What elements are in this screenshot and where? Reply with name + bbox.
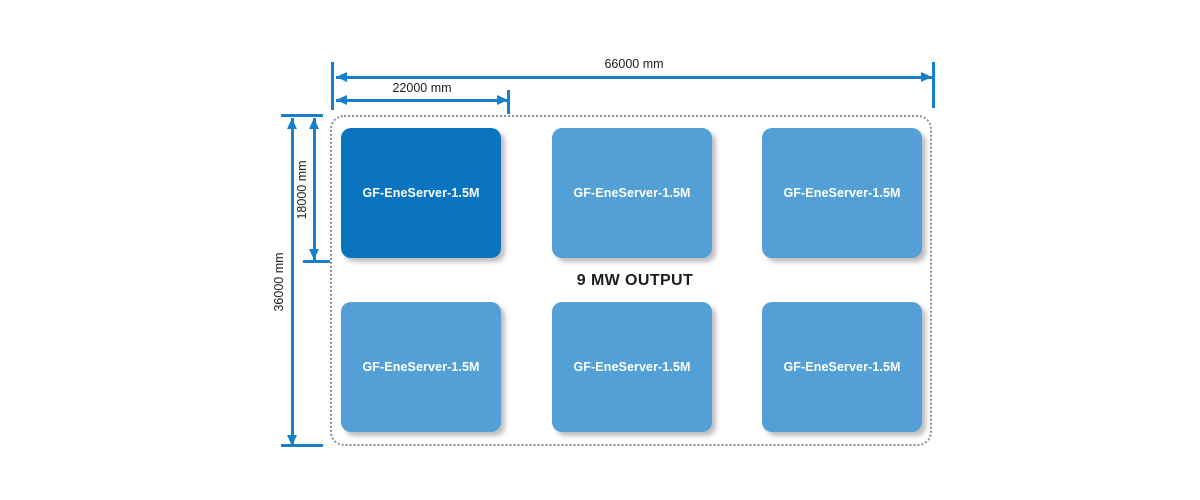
dimension-label-module-width: 22000 mm — [392, 81, 452, 95]
dimension-label-module-height: 18000 mm — [295, 160, 309, 220]
eneserver-unit-3: GF-EneServer-1.5M — [762, 128, 922, 258]
eneserver-unit-label: GF-EneServer-1.5M — [573, 186, 691, 200]
eneserver-unit-label: GF-EneServer-1.5M — [783, 360, 901, 374]
eneserver-unit-2: GF-EneServer-1.5M — [552, 128, 712, 258]
dimension-arrow-module-width — [336, 95, 508, 105]
eneserver-unit-label: GF-EneServer-1.5M — [573, 360, 691, 374]
dimension-tick-bottom — [281, 444, 323, 447]
total-output-label: 9 MW OUTPUT — [576, 272, 694, 289]
dimension-tick-left — [331, 62, 334, 110]
dimension-tick-module-height-end — [303, 260, 330, 263]
eneserver-unit-4: GF-EneServer-1.5M — [341, 302, 501, 432]
dimension-arrow-total-width — [336, 72, 932, 82]
dimension-tick-right — [932, 62, 935, 108]
eneserver-unit-label: GF-EneServer-1.5M — [783, 186, 901, 200]
dimension-tick-top — [281, 114, 323, 117]
dimension-arrow-total-height — [287, 118, 297, 446]
eneserver-unit-1: GF-EneServer-1.5M — [341, 128, 501, 258]
eneserver-unit-5: GF-EneServer-1.5M — [552, 302, 712, 432]
eneserver-unit-6: GF-EneServer-1.5M — [762, 302, 922, 432]
dimension-arrow-module-height — [309, 118, 319, 260]
dimension-label-total-height: 36000 mm — [272, 252, 286, 312]
dimension-tick-module-width-end — [507, 90, 510, 114]
eneserver-unit-label: GF-EneServer-1.5M — [362, 360, 480, 374]
eneserver-unit-label: GF-EneServer-1.5M — [362, 186, 480, 200]
dimension-label-total-width: 66000 mm — [604, 57, 664, 71]
